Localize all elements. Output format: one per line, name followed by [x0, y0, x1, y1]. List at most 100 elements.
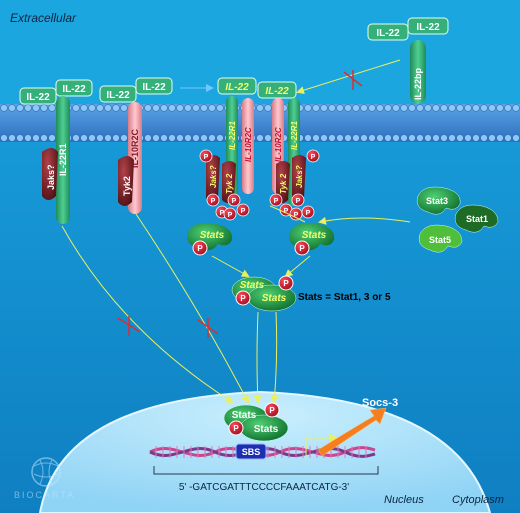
membrane-lipid: [16, 134, 24, 142]
membrane-lipid: [312, 104, 320, 112]
membrane-lipid: [16, 104, 24, 112]
membrane-lipid: [160, 134, 168, 142]
membrane-lipid: [304, 134, 312, 142]
inhibit-mark: [117, 316, 219, 338]
stats-label: Stats: [232, 410, 257, 421]
membrane-lipid: [72, 104, 80, 112]
tyk2-kinase: [118, 156, 134, 206]
membrane-lipid: [152, 134, 160, 142]
membrane-lipid: [8, 134, 16, 142]
phospho-marker: P: [236, 203, 250, 217]
membrane-lipid: [424, 104, 432, 112]
membrane-lipid: [96, 134, 104, 142]
il22-ligand-label: IL-22: [142, 82, 166, 93]
cytoplasm-label: Cytoplasm: [452, 494, 504, 506]
membrane-lipid: [24, 104, 32, 112]
stat1-label: Stat1: [466, 214, 488, 224]
membrane-lipid: [432, 104, 440, 112]
membrane-lipid: [328, 134, 336, 142]
membrane-lipid: [88, 134, 96, 142]
stats-definition: Stats = Stat1, 3 or 5: [298, 292, 391, 303]
membrane-lipid: [264, 104, 272, 112]
svg-text:P: P: [274, 198, 279, 205]
membrane-lipid: [432, 134, 440, 142]
membrane-lipid: [368, 104, 376, 112]
socs3-label: Socs-3: [362, 397, 398, 409]
membrane-lipid: [480, 104, 488, 112]
membrane-lipid: [80, 104, 88, 112]
svg-text:P: P: [284, 208, 289, 215]
membrane-lipid: [496, 104, 504, 112]
membrane-lipid: [344, 104, 352, 112]
membrane-lipid: [368, 134, 376, 142]
membrane-lipid: [184, 134, 192, 142]
il10r2c-label: IL-10R2C: [244, 127, 253, 162]
membrane-lipid: [48, 134, 56, 142]
transcription-arrow: [305, 434, 338, 458]
membrane-lipid: [216, 104, 224, 112]
membrane-lipid: [456, 104, 464, 112]
stats-label: Stats: [302, 230, 327, 241]
membrane-lipid: [80, 134, 88, 142]
membrane-lipid: [216, 134, 224, 142]
binding-sequence: 5' -GATCGATTTCCCCFAAATCATG-3': [179, 482, 349, 493]
jaks-label: Jaks?: [46, 164, 56, 190]
svg-text:P: P: [306, 210, 311, 217]
il22-ligand-label: IL-22: [106, 90, 130, 101]
membrane-lipid: [24, 134, 32, 142]
phospho-marker: P: [306, 149, 320, 163]
dimerization-arrow: [211, 255, 250, 277]
phospho-marker: P: [240, 294, 246, 303]
membrane-lipid: [144, 134, 152, 142]
membrane-lipid: [200, 104, 208, 112]
stats-label: Stats: [254, 424, 279, 435]
membrane-lipid: [448, 134, 456, 142]
svg-text:P: P: [211, 198, 216, 205]
membrane-lipid: [424, 134, 432, 142]
phospho-marker: P: [289, 207, 303, 221]
membrane-lipid: [8, 104, 16, 112]
membrane-lipid: [40, 104, 48, 112]
signal-arrow: [253, 311, 262, 404]
membrane-lipid: [104, 104, 112, 112]
dimerization-arrow: [284, 255, 311, 278]
membrane-lipid: [192, 104, 200, 112]
membrane-lipid: [416, 104, 424, 112]
phospho-marker: P: [199, 149, 213, 163]
membrane-lipid: [72, 134, 80, 142]
membrane-lipid: [184, 104, 192, 112]
membrane-lipid: [320, 104, 328, 112]
nuclear-stat-dimer: Stats Stats P P: [223, 402, 289, 442]
membrane-lipid: [384, 104, 392, 112]
stats-label: Stats: [240, 280, 265, 291]
membrane-lipid: [88, 104, 96, 112]
active-receptor-complex: IL-22 IL-22 IL-22R1 IL-10R2C IL-10R2C IL…: [199, 77, 320, 221]
il22-ligand-label: IL-22: [265, 86, 289, 97]
membrane-lipid: [208, 104, 216, 112]
membrane-lipid: [304, 104, 312, 112]
il22r1-label: IL-22R1: [290, 121, 299, 150]
membrane-lipid: [496, 134, 504, 142]
membrane-lipid: [480, 134, 488, 142]
stat-left: Stats P: [187, 223, 233, 256]
membrane-lipid: [104, 134, 112, 142]
svg-text:P: P: [296, 198, 301, 205]
membrane-lipid: [32, 104, 40, 112]
membrane-lipid: [256, 134, 264, 142]
membrane-lipid: [464, 104, 472, 112]
il22r1-label: IL-22R1: [228, 121, 237, 150]
tyk2-label: Tyk2: [122, 176, 132, 196]
membrane-lipid: [208, 134, 216, 142]
phospho-marker: P: [269, 406, 275, 415]
extracellular-label: Extracellular: [10, 11, 77, 25]
sbs-label: SBS: [242, 447, 261, 457]
membrane-lipid: [0, 134, 8, 142]
membrane-lipid: [352, 104, 360, 112]
il22-ligand-label: IL-22: [26, 92, 50, 103]
membrane-lipid: [0, 104, 8, 112]
membrane-lipid: [408, 134, 416, 142]
membrane-lipid: [120, 134, 128, 142]
socs3-output-arrow: [317, 407, 387, 457]
